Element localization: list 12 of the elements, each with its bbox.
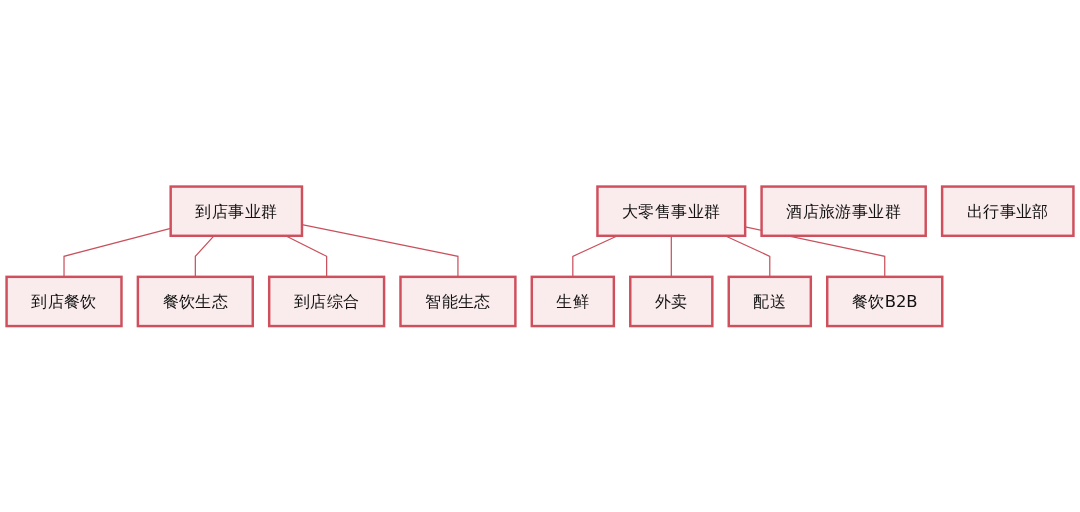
node-box: 生鲜 <box>530 275 616 327</box>
node-box: 酒店旅游事业群 <box>760 185 927 237</box>
node-box: 外卖 <box>629 275 714 327</box>
node-box: 餐饮生态 <box>136 275 254 327</box>
node-box: 配送 <box>727 275 813 327</box>
node-box: 到店综合 <box>267 275 386 327</box>
node-box: 到店事业群 <box>169 185 304 237</box>
node-box: 出行事业部 <box>940 185 1075 237</box>
node-box: 到店餐饮 <box>5 275 123 327</box>
node-box: 餐饮B2B <box>826 275 944 327</box>
node-box: 智能生态 <box>399 275 517 327</box>
node-box: 大零售事业群 <box>596 185 747 237</box>
